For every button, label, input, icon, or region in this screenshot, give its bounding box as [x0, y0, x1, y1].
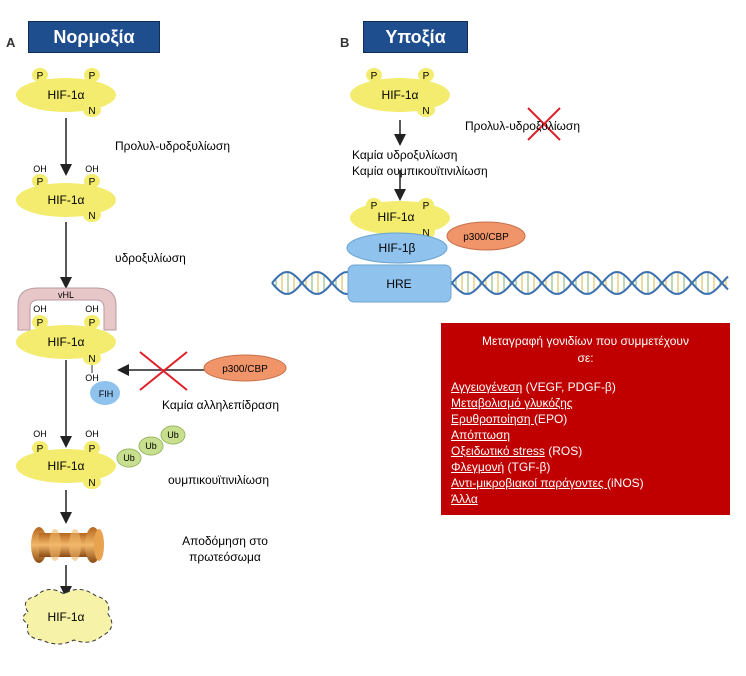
hif1a-label: HIF-1α — [48, 459, 85, 473]
label-no-hydroxylation: Καμία υδροξυλίωση — [352, 148, 457, 162]
hydroxyl-label: OH — [85, 373, 99, 383]
list-item: Αντι-μικροβιακοί παράγοντες (iNOS) — [451, 475, 730, 491]
phospho-label: P — [89, 177, 96, 188]
p300-label: p300/CBP — [222, 364, 268, 375]
n-terminal-label: N — [88, 354, 95, 365]
hydroxyl-label: OH — [33, 429, 47, 439]
panel-a-letter: A — [6, 35, 16, 50]
vhl-complex: vHL OH OH P P HIF-1α N FIH OH — [16, 287, 120, 405]
list-item: Φλεγμονή (TGF-β) — [451, 459, 730, 475]
gene-detail: (EPO) — [533, 412, 568, 426]
label-no-interaction: Καμία αλληλεπίδραση — [162, 398, 279, 412]
gene-detail: (VEGF, PDGF-β) — [522, 380, 616, 394]
n-terminal-label: N — [88, 478, 95, 489]
phospho-label: P — [89, 318, 96, 329]
hif1b-label: HIF-1β — [379, 241, 416, 255]
hif1a-label: HIF-1α — [48, 610, 85, 624]
n-terminal-label: N — [88, 211, 95, 222]
gene-detail: (ROS) — [544, 444, 583, 458]
hydroxyl-label: OH — [85, 164, 99, 174]
fih-label: FIH — [99, 389, 114, 399]
phospho-label: P — [37, 444, 44, 455]
gene-name: Φλεγμονή — [451, 460, 505, 474]
list-item: Απόπτωση — [451, 427, 730, 443]
panel-a-title: Νορμοξία — [28, 21, 160, 53]
vhl-label: vHL — [58, 290, 74, 300]
phospho-label: P — [37, 318, 44, 329]
phospho-label: P — [371, 201, 378, 212]
genes-title-line2: σε: — [577, 351, 594, 365]
n-terminal-label: N — [422, 106, 429, 117]
dna-helix — [271, 271, 729, 295]
label-degradation-1: Αποδόμηση στο — [182, 534, 268, 548]
list-item: Άλλα — [451, 491, 730, 507]
genes-list: Αγγειογένεση (VEGF, PDGF-β) Μεταβολισμό … — [451, 379, 730, 507]
label-hydroxylation: υδροξυλίωση — [115, 251, 186, 265]
hydroxyl-label: OH — [33, 164, 47, 174]
hif1a-label: HIF-1α — [48, 335, 85, 349]
hif1a-protein: P P HIF-1α N — [350, 68, 450, 117]
hif1a-label: HIF-1α — [382, 88, 419, 102]
p300-blocked: p300/CBP — [117, 351, 287, 391]
label-prolyl-hydroxylation: Προλυλ-υδροξυλίωση — [115, 139, 230, 153]
hif1a-protein: OH OH P P HIF-1α N — [16, 164, 116, 222]
gene-name: Μεταβολισμό γλυκόζης — [451, 396, 573, 410]
gene-transcription-box: Μεταγραφή γονιδίων που συμμετέχουν σε: Α… — [441, 323, 730, 515]
list-item: Μεταβολισμό γλυκόζης — [451, 395, 730, 411]
ub-label: Ub — [167, 430, 179, 440]
hydroxyl-label: OH — [33, 304, 47, 314]
phospho-label: P — [37, 177, 44, 188]
phospho-label: P — [89, 71, 96, 82]
gene-name: Αγγειογένεση — [451, 380, 523, 394]
n-terminal-label: N — [88, 106, 95, 117]
gene-detail: (TGF-β) — [504, 460, 551, 474]
n-terminal-label: N — [422, 228, 429, 239]
gene-name: Απόπτωση — [451, 428, 511, 442]
gene-name: Αντι-μικροβιακοί παράγοντες — [451, 476, 607, 490]
hif-complex: P P HIF-1α N p300/CBP HIF-1β HRE — [346, 198, 526, 303]
phospho-label: P — [37, 71, 44, 82]
phospho-label: P — [89, 444, 96, 455]
label-degradation-2: πρωτεόσωμα — [189, 550, 261, 564]
hif1a-label: HIF-1α — [48, 88, 85, 102]
list-item: Αγγειογένεση (VEGF, PDGF-β) — [451, 379, 730, 395]
panel-b-title: Υποξία — [363, 21, 468, 53]
label-no-ubiquitination: Καμία ουμπικουϊτινιλίωση — [352, 164, 488, 178]
hif1a-degraded: HIF-1α — [22, 589, 113, 645]
hif1a-label: HIF-1α — [48, 193, 85, 207]
gene-name: Ερυθροποίηση — [451, 412, 534, 426]
list-item: Οξειδωτικό stress (ROS) — [451, 443, 730, 459]
panel-b-letter: B — [340, 35, 350, 50]
label-ubiquitination: ουμπικουϊτινιλίωση — [168, 473, 269, 487]
hydroxyl-label: OH — [85, 429, 99, 439]
phospho-label: P — [423, 201, 430, 212]
proteasome-icon — [31, 527, 104, 563]
hif1a-ubiquitinated: OH OH P P HIF-1α N Ub Ub Ub — [16, 425, 186, 489]
hydroxyl-label: OH — [85, 304, 99, 314]
label-b-prolyl-hydroxylation: Προλυλ-υδροξυλίωση — [465, 119, 580, 133]
p300-label: p300/CBP — [463, 232, 509, 243]
gene-detail: (iNOS) — [607, 476, 644, 490]
phospho-label: P — [423, 71, 430, 82]
list-item: Ερυθροποίηση (EPO) — [451, 411, 730, 427]
genes-title-line1: Μεταγραφή γονιδίων που συμμετέχουν — [482, 334, 689, 348]
hif1a-label: HIF-1α — [378, 210, 415, 224]
hre-label: HRE — [386, 277, 411, 291]
phospho-label: P — [371, 71, 378, 82]
gene-name: Άλλα — [451, 492, 478, 506]
gene-name: Οξειδωτικό stress — [451, 444, 545, 458]
ub-label: Ub — [145, 441, 157, 451]
hif1a-protein: P P HIF-1α N — [16, 68, 116, 117]
ub-label: Ub — [123, 453, 135, 463]
